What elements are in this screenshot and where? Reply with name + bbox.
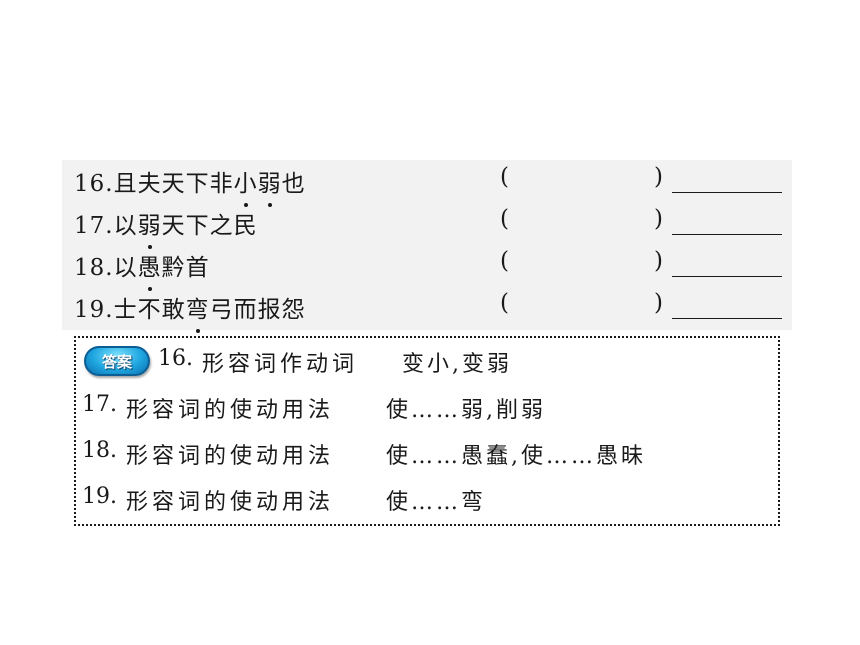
question-row-18: 18.以愚黔首 ( )	[62, 246, 792, 291]
open-paren: (	[500, 248, 509, 274]
open-paren: (	[500, 290, 509, 316]
answer-blank	[672, 318, 782, 319]
question-segment: 以	[113, 213, 138, 239]
answer-meaning: 使……愚蠢,使……愚昧	[386, 444, 646, 469]
question-segment: 弓而报怨	[209, 297, 306, 323]
question-number: 18.	[74, 255, 114, 281]
question-number: 19.	[74, 297, 114, 323]
close-paren: )	[654, 206, 663, 232]
question-segment: 士不敢	[113, 297, 186, 323]
emphasized-character: 小	[234, 164, 258, 207]
close-paren: )	[654, 164, 663, 190]
question-segment: 以	[113, 255, 138, 281]
emphasized-character: 弯	[186, 290, 210, 333]
emphasized-character: 弱	[138, 206, 162, 249]
answer-blank	[672, 276, 782, 277]
answer-row-16: 16. 形容词作动词 变小,变弱	[76, 342, 776, 382]
answer-meaning: 变小,变弱	[402, 352, 512, 377]
answer-number: 17.	[82, 392, 117, 417]
answer-number: 18.	[82, 438, 117, 463]
answer-row-18: 18. 形容词的使动用法 使……愚蠢,使……愚昧	[76, 434, 776, 474]
answer-badge-icon: 答案	[84, 346, 150, 376]
question-number: 16.	[74, 171, 114, 197]
answer-blank	[672, 192, 782, 193]
question-number: 17.	[74, 213, 114, 239]
answer-row-17: 17. 形容词的使动用法 使……弱,削弱	[76, 388, 776, 428]
answer-usage: 形容词的使动用法	[126, 444, 335, 469]
answer-row-19: 19. 形容词的使动用法 使……弯	[76, 480, 776, 520]
answer-number: 16.	[158, 346, 193, 371]
answer-usage: 形容词的使动用法	[126, 490, 335, 515]
emphasized-character: 弱	[258, 164, 282, 207]
question-segment: 也	[281, 171, 306, 197]
answer-usage: 形容词作动词	[202, 352, 359, 377]
close-paren: )	[654, 290, 663, 316]
answer-meaning: 使……弱,削弱	[386, 398, 546, 423]
close-paren: )	[654, 248, 663, 274]
answer-badge-label: 答案	[101, 353, 132, 371]
answer-number: 19.	[82, 484, 117, 509]
question-text: 17.以弱天下之民	[74, 206, 258, 249]
question-segment: 天下之民	[161, 213, 258, 239]
answer-meaning: 使……弯	[386, 490, 487, 515]
emphasized-character: 愚	[138, 248, 162, 291]
question-segment: 黔首	[161, 255, 210, 281]
answer-usage: 形容词的使动用法	[126, 398, 335, 423]
answer-box: 答案 16. 形容词作动词 变小,变弱 17. 形容词的使动用法 使……弱,削弱…	[74, 336, 780, 526]
answer-blank	[672, 234, 782, 235]
question-text: 16.且夫天下非小弱也	[74, 164, 306, 207]
open-paren: (	[500, 164, 509, 190]
question-text: 19.士不敢弯弓而报怨	[74, 290, 306, 333]
question-panel: 16.且夫天下非小弱也 ( ) 17.以弱天下之民 ( ) 18.以愚黔首 ( …	[62, 160, 792, 333]
question-text: 18.以愚黔首	[74, 248, 210, 291]
question-row-16: 16.且夫天下非小弱也 ( )	[62, 162, 792, 207]
question-row-17: 17.以弱天下之民 ( )	[62, 204, 792, 249]
question-segment: 且夫天下非	[113, 171, 234, 197]
open-paren: (	[500, 206, 509, 232]
question-row-19: 19.士不敢弯弓而报怨 ( )	[62, 288, 792, 333]
